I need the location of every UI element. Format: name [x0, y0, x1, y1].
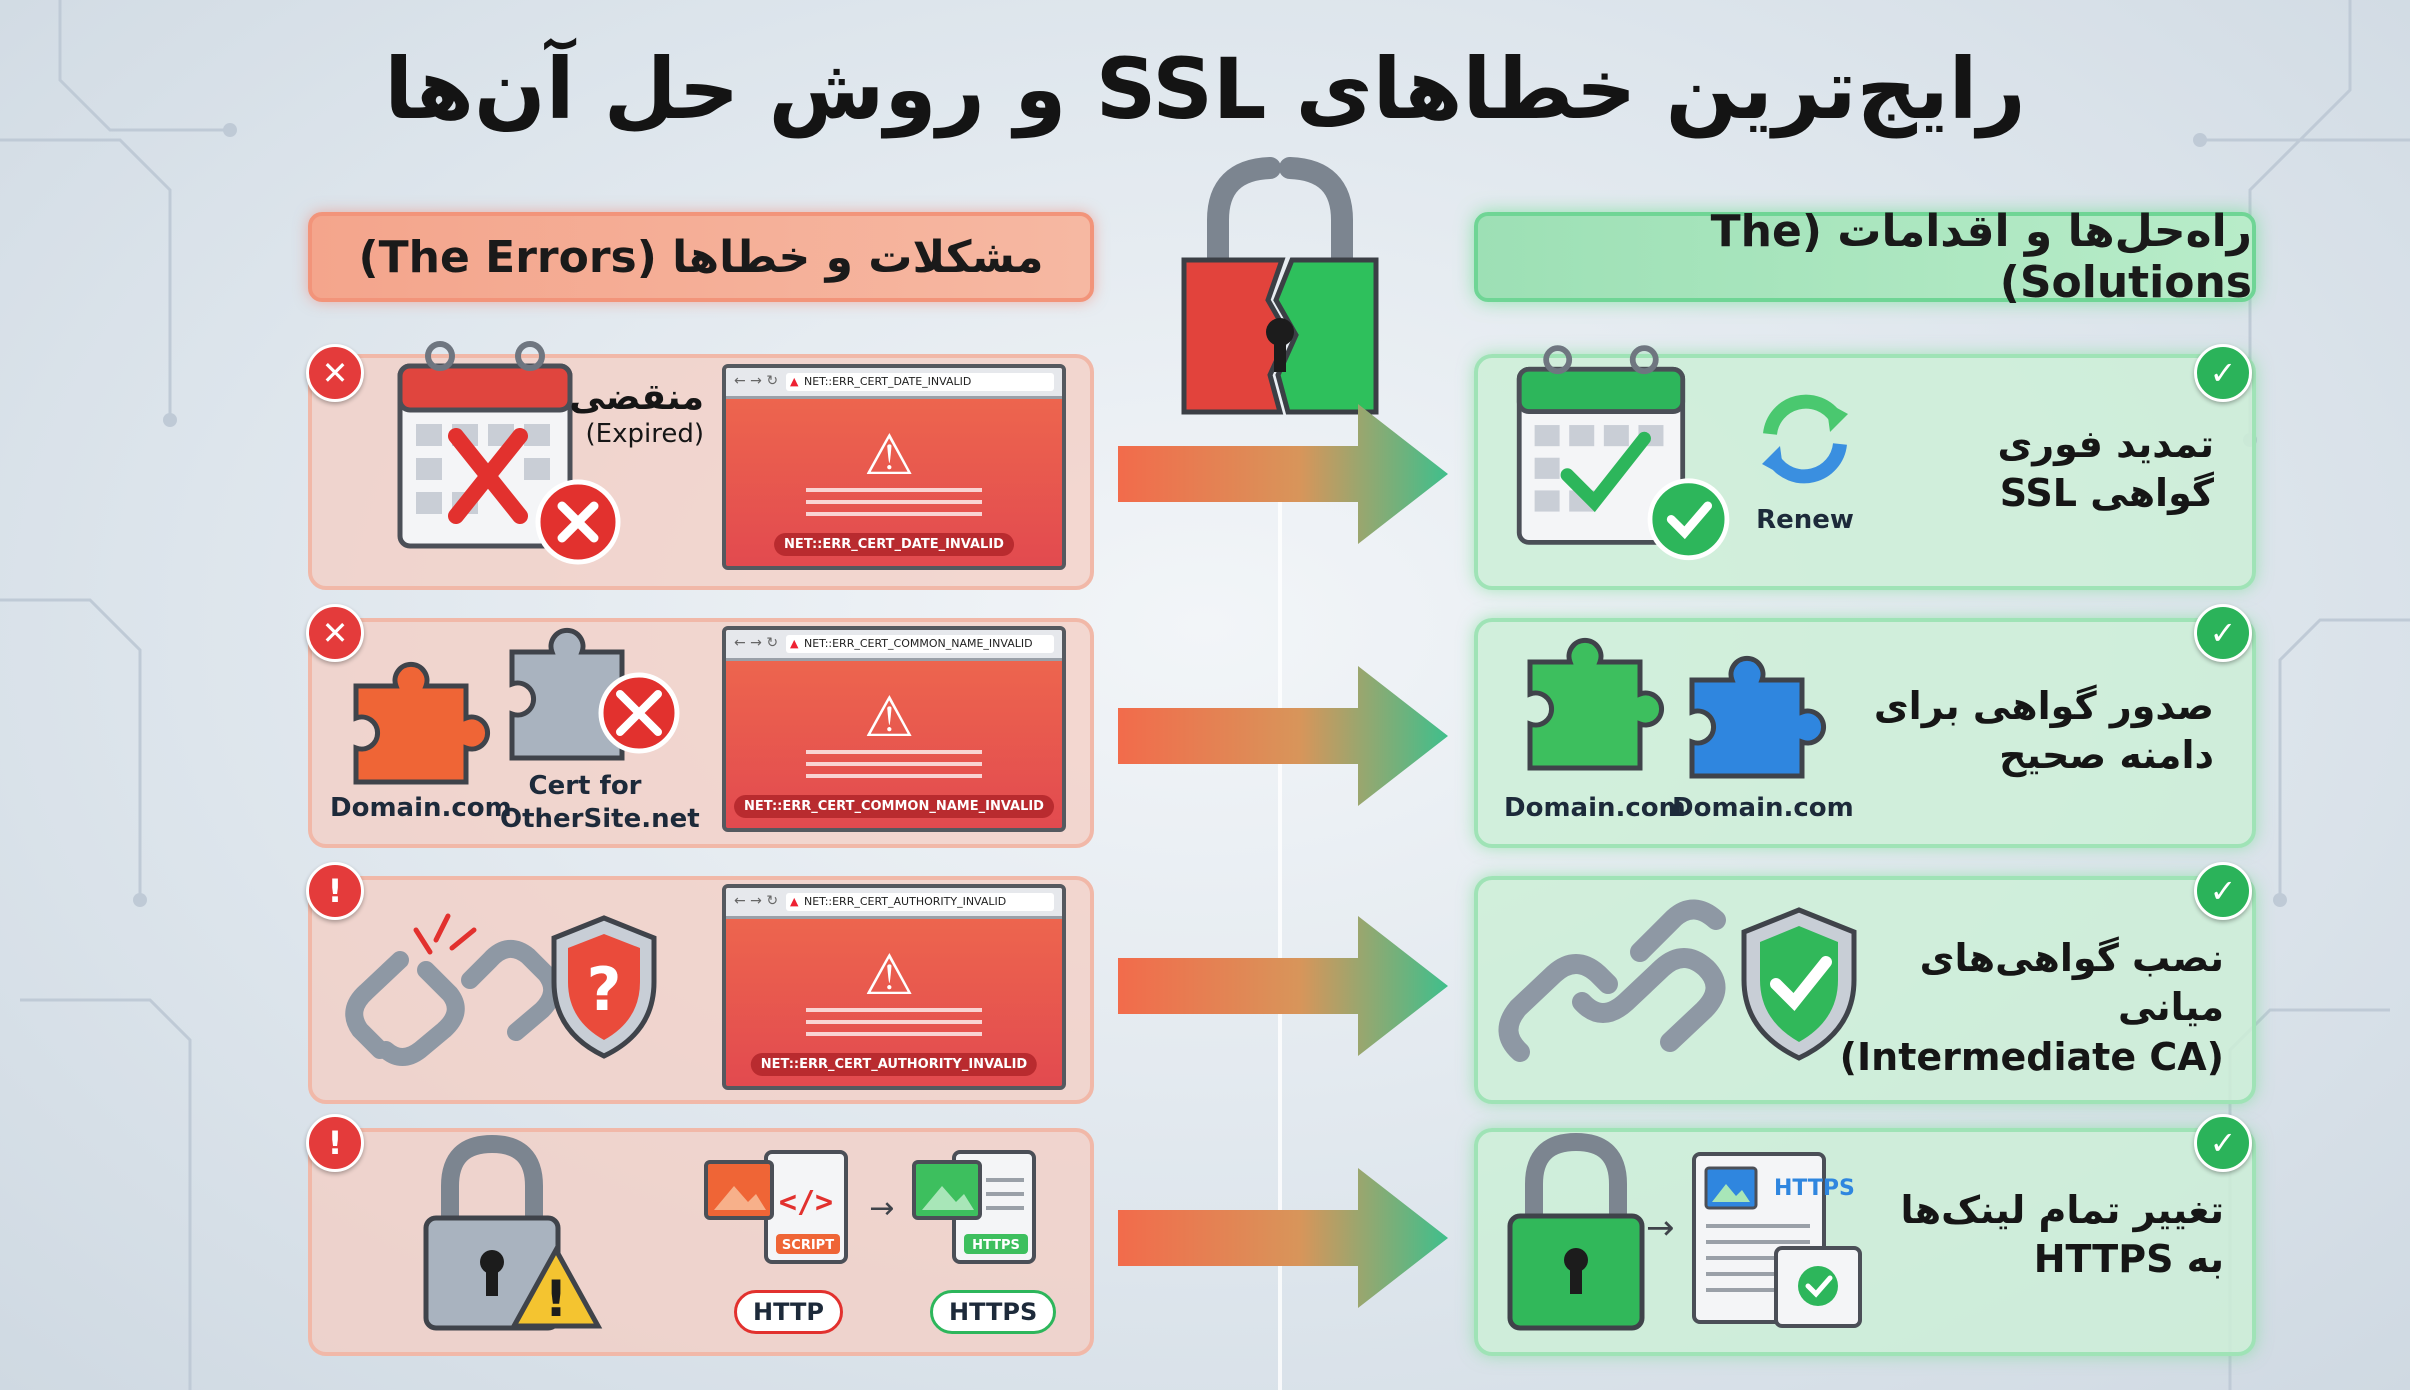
cert-other-label: Cert for OtherSite.net — [500, 770, 700, 835]
svg-text:!: ! — [545, 1270, 568, 1328]
puzzle-green-icon — [1527, 638, 1664, 771]
solution-domain-text: صدور گواهی برای دامنه صحیح — [1834, 682, 2214, 781]
browser-error-window: ← → ↻NET::ERR_CERT_COMMON_NAME_INVALID ⚠… — [722, 626, 1066, 832]
http-pill: HTTP — [734, 1290, 843, 1334]
shield-question-icon: ? — [551, 915, 657, 1059]
cert-other-line1: Cert for — [528, 771, 642, 801]
domain-label-right: Domain.com — [1672, 793, 1854, 823]
shield-check-icon — [1741, 907, 1857, 1061]
error-expired-fa: منقضی — [569, 377, 704, 418]
browser-error-code: NET::ERR_CERT_COMMON_NAME_INVALID — [734, 795, 1054, 818]
solution-renew-line1: تمدید فوری — [1997, 422, 2214, 466]
solution-authority-line2: (Intermediate CA) — [1839, 1034, 2224, 1079]
errors-header: مشکلات و خطاها (The Errors) — [308, 212, 1094, 302]
warning-triangle-icon: ⚠ — [864, 685, 915, 750]
page-title: رایج‌ترین خطاهای SSL و روش حل آن‌ها — [384, 40, 2026, 138]
browser-error-window: ← → ↻NET::ERR_CERT_AUTHORITY_INVALID ⚠ N… — [722, 884, 1066, 1090]
browser-text-lines — [806, 488, 982, 524]
row-arrow — [1118, 666, 1448, 806]
success-badge: ✓ — [2194, 344, 2252, 402]
puzzle-orange-icon — [353, 662, 490, 785]
svg-text:→: → — [869, 1191, 894, 1226]
browser-error-code: NET::ERR_CERT_AUTHORITY_INVALID — [750, 1053, 1038, 1076]
renew-arrows-icon — [1762, 394, 1848, 484]
solution-https-line2: به HTTPS — [2033, 1237, 2224, 1282]
svg-text:?: ? — [587, 955, 622, 1025]
calendar-red-x-icon — [397, 341, 621, 565]
solution-renew-text: تمدید فوری گواهی SSL — [1834, 420, 2214, 519]
error-badge: ✕ — [306, 344, 364, 402]
https-doc-tag: HTTPS — [1774, 1176, 1855, 1201]
success-badge: ✓ — [2194, 1114, 2252, 1172]
solution-renew-line2: گواهی SSL — [1999, 471, 2214, 516]
broken-chain-icon — [345, 913, 561, 1066]
warning-triangle-icon: ⚠ — [864, 943, 915, 1008]
solution-https-line1: تغییر تمام لینک‌ها — [1900, 1188, 2224, 1232]
error-expired-label: منقضی (Expired) — [569, 376, 704, 450]
row-arrow — [1118, 916, 1448, 1056]
error-badge: ! — [306, 1114, 364, 1172]
domain-label: Domain.com — [330, 793, 512, 823]
browser-nav-icons: ← → ↻ — [734, 373, 779, 389]
solutions-header: راه‌حل‌ها و اقدامات (The Solutions) — [1474, 206, 2256, 308]
error-badge: ✕ — [306, 604, 364, 662]
error-expired-en: (Expired) — [585, 419, 704, 450]
broken-padlock-icon — [1181, 157, 1379, 415]
mismatch-icon — [598, 672, 680, 754]
solution-authority-text: نصب گواهی‌های میانی (Intermediate CA) — [1804, 934, 2224, 1082]
error-badge: ! — [306, 862, 364, 920]
success-badge: ✓ — [2194, 862, 2252, 920]
renew-label: Renew — [1756, 505, 1854, 535]
svg-text:</>: </> — [779, 1185, 833, 1220]
warning-triangle-icon: ⚠ — [864, 423, 915, 488]
browser-error-code: NET::ERR_CERT_DATE_INVALID — [774, 533, 1014, 556]
https-pill: HTTPS — [930, 1290, 1057, 1334]
browser-url: NET::ERR_CERT_COMMON_NAME_INVALID — [786, 635, 1054, 653]
browser-error-window: ← → ↻NET::ERR_CERT_DATE_INVALID ⚠ NET::E… — [722, 364, 1066, 570]
domain-label-left: Domain.com — [1504, 793, 1686, 823]
https-document-icon — [1692, 1152, 1862, 1328]
browser-text-lines — [806, 750, 982, 786]
arrow-right-icon: → — [1646, 1208, 1675, 1248]
solution-https-text: تغییر تمام لینک‌ها به HTTPS — [1864, 1186, 2224, 1285]
padlock-warning-icon: ! — [423, 1134, 603, 1331]
script-tag: SCRIPT — [782, 1238, 834, 1253]
https-tag: HTTPS — [972, 1238, 1020, 1253]
success-badge: ✓ — [2194, 604, 2252, 662]
browser-nav-icons: ← → ↻ — [734, 893, 779, 909]
chain-icon — [1498, 899, 1726, 1062]
browser-text-lines — [806, 1008, 982, 1044]
center-divider — [1278, 450, 1282, 1390]
mixed-content-file-icon: </> SCRIPT → HTTPS — [704, 1150, 1036, 1264]
solution-authority-line1: نصب گواهی‌های میانی — [1919, 936, 2224, 1030]
browser-nav-icons: ← → ↻ — [734, 635, 779, 651]
padlock-green-icon — [1507, 1132, 1645, 1331]
solution-domain-line1: صدور گواهی برای — [1873, 684, 2214, 728]
cert-other-line2: OtherSite.net — [500, 803, 700, 834]
browser-url: NET::ERR_CERT_AUTHORITY_INVALID — [786, 893, 1054, 911]
calendar-check-icon — [1516, 345, 1730, 561]
row-arrow — [1118, 404, 1448, 544]
puzzle-blue-icon — [1689, 656, 1826, 779]
row-arrow — [1118, 1168, 1448, 1308]
browser-url: NET::ERR_CERT_DATE_INVALID — [786, 373, 1054, 391]
solution-domain-line2: دامنه صحیح — [1999, 733, 2214, 778]
